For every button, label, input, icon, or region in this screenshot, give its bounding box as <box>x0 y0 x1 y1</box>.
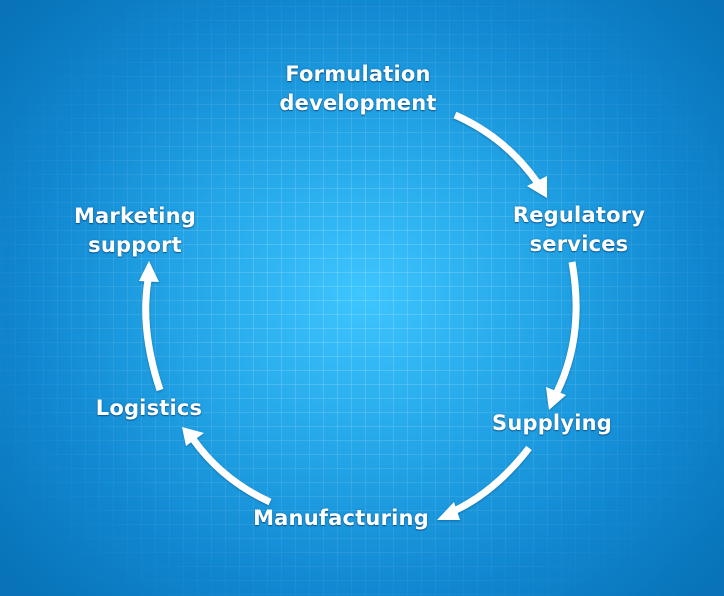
step-marketing-support: Marketing support <box>74 202 196 260</box>
arrow-manufacturing-to-logistics <box>182 427 272 506</box>
step-formulation-development: Formulation development <box>279 60 436 118</box>
step-label-line: Supplying <box>491 411 613 435</box>
step-logistics: Logistics <box>96 394 203 423</box>
step-regulatory-services: Regulatory services <box>513 201 645 259</box>
arrow-logistics-to-marketing <box>139 261 164 392</box>
step-label-line: Formulation <box>285 62 431 86</box>
step-label-line: support <box>88 233 182 257</box>
step-supplying: Supplying <box>492 409 612 438</box>
step-label-line: Logistics <box>95 396 203 420</box>
step-manufacturing: Manufacturing <box>253 504 429 533</box>
arrow-regulatory-to-supplying <box>546 261 580 410</box>
step-label-line: Marketing <box>73 204 197 228</box>
step-label-line: Regulatory <box>512 203 646 227</box>
step-label-line: Manufacturing <box>253 506 429 530</box>
step-label-line: services <box>529 232 629 256</box>
arrow-supplying-to-manufacturing <box>437 445 532 520</box>
step-label-line: development <box>279 91 437 115</box>
arrow-formulation-to-regulatory <box>453 111 547 198</box>
